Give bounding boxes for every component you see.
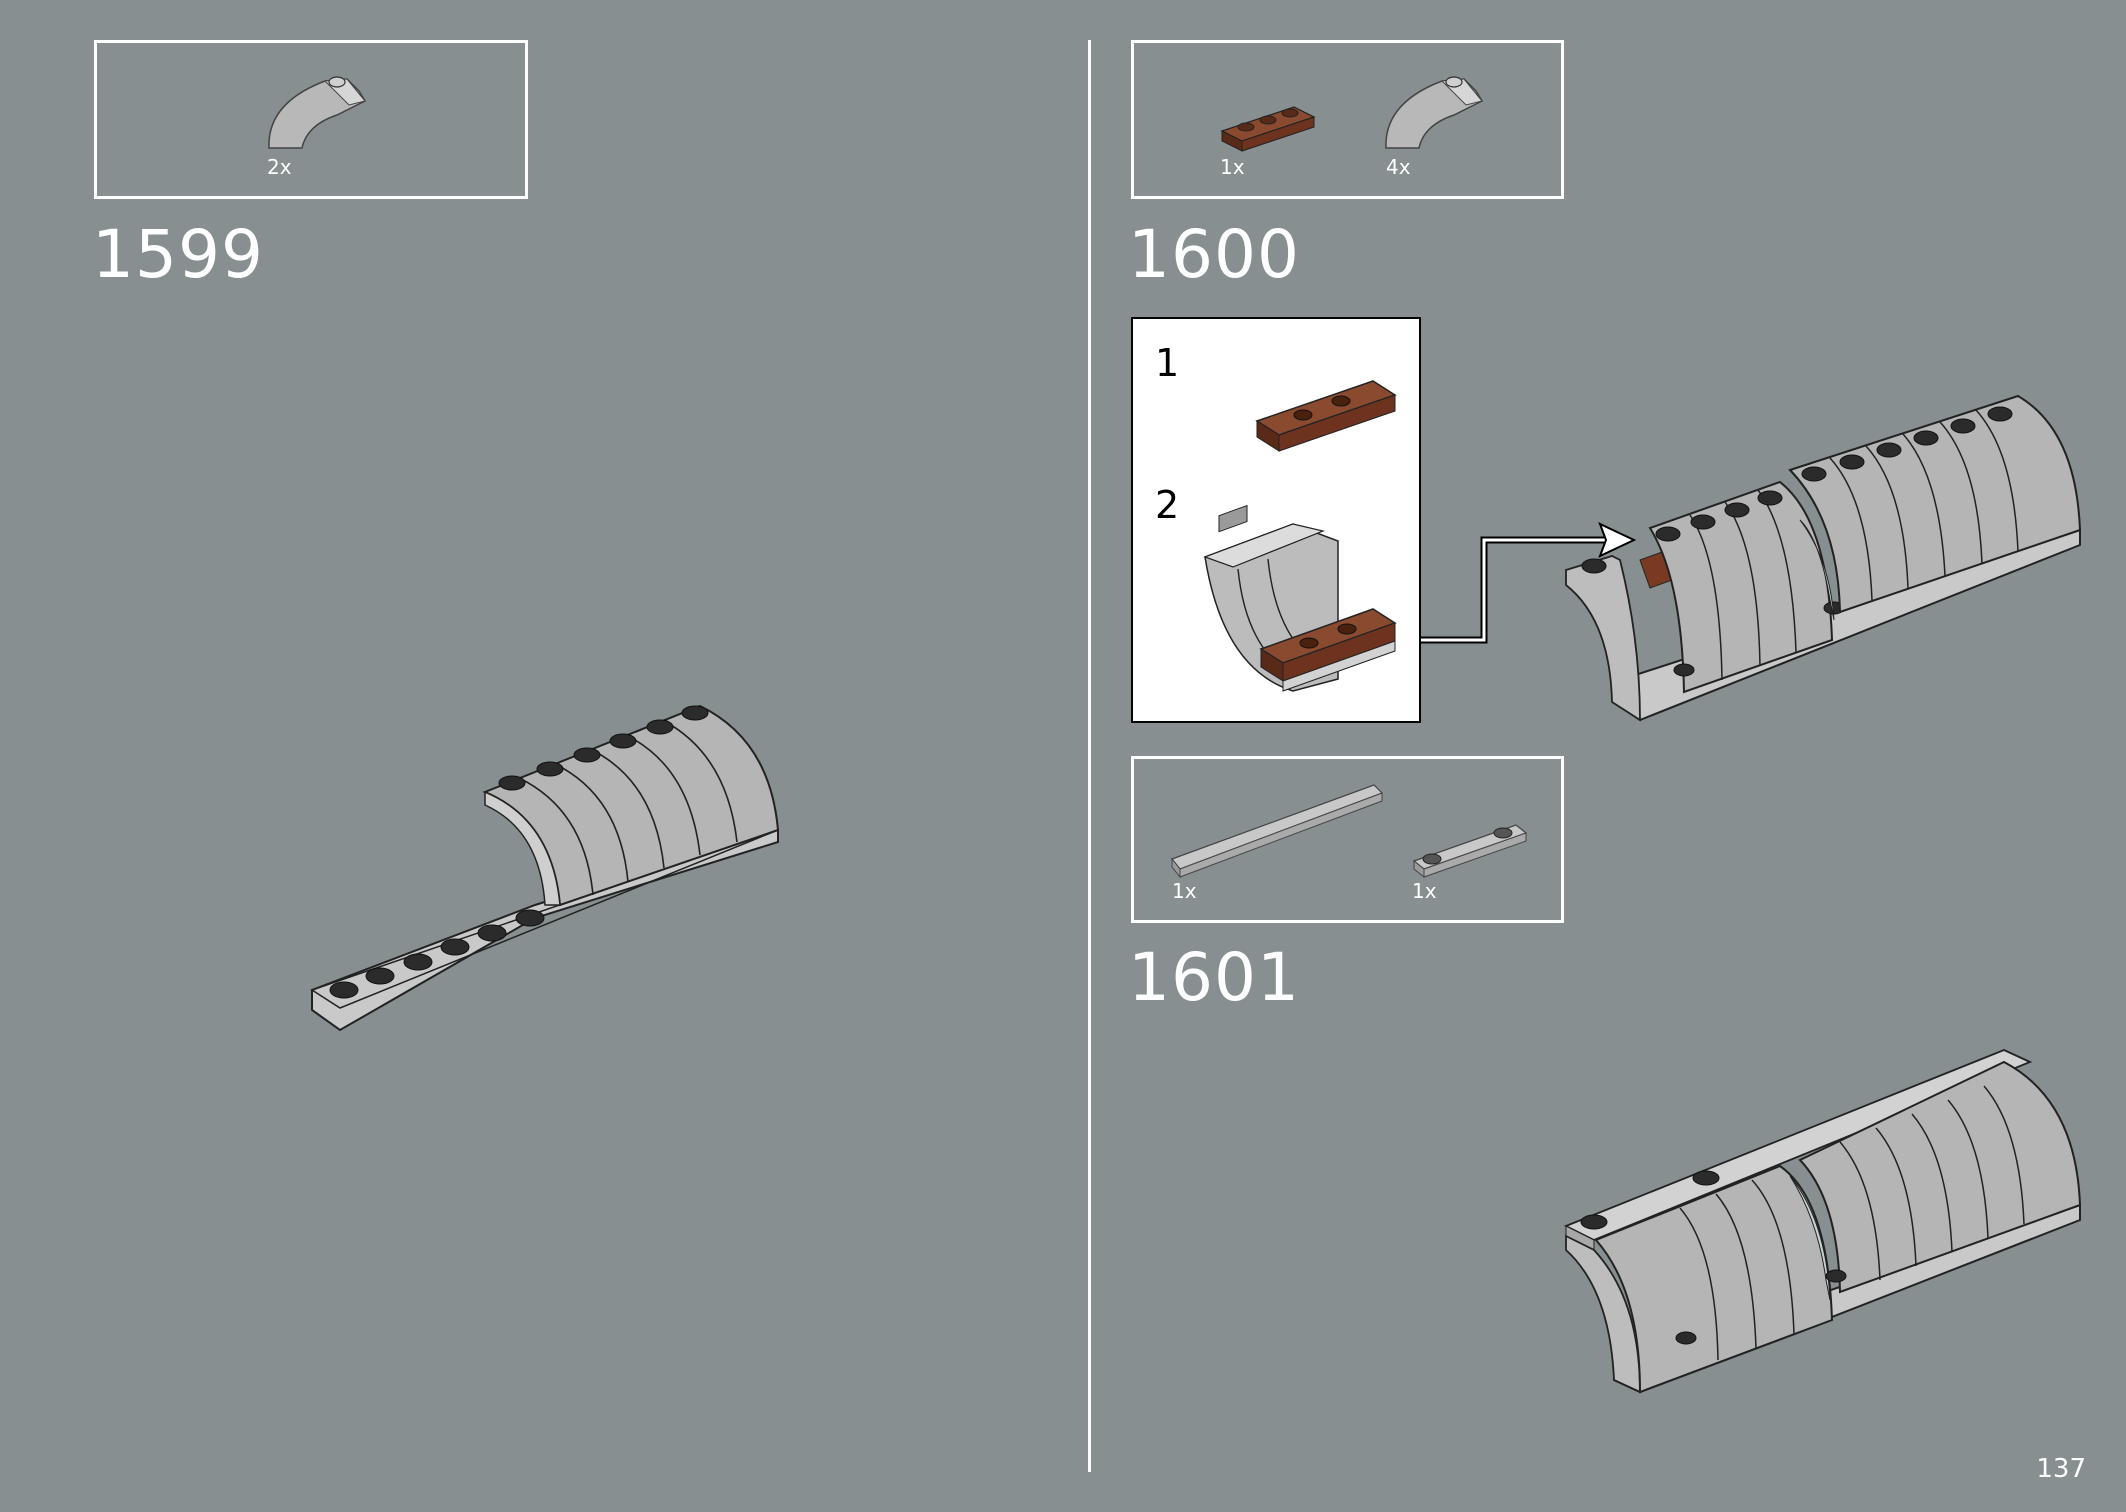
plate-two-studs-icon [1412,824,1528,879]
step-number-1599: 1599 [92,216,264,293]
subassembly-callout: 1 2 [1131,317,1421,723]
page-divider [1088,40,1091,1472]
page-number: 137 [2036,1454,2086,1484]
curved-arch-brick-icon [1385,76,1484,149]
parts-icons-1600 [1220,76,1484,152]
part-qty: 2x [267,155,292,179]
long-tile-icon [1171,784,1384,879]
parts-icons-1601 [1171,784,1528,879]
part-qty: 4x [1386,155,1411,179]
substep-number: 2 [1155,483,1180,527]
subassembly-illustration [1203,380,1397,692]
parts-list-1600: 1x 4x [1131,40,1564,199]
curved-arch-brick-icon [268,76,367,149]
part-qty: 1x [1220,155,1245,179]
parts-list-1601: 1x 1x [1131,756,1564,923]
part-qty: 1x [1412,879,1437,903]
brown-plate-icon [1220,106,1316,152]
substep-number: 1 [1155,341,1180,385]
step-number-1601: 1601 [1128,939,1300,1016]
parts-list-1599: 2x [94,40,528,199]
step-number-1600: 1600 [1128,216,1300,293]
part-qty: 1x [1172,879,1197,903]
